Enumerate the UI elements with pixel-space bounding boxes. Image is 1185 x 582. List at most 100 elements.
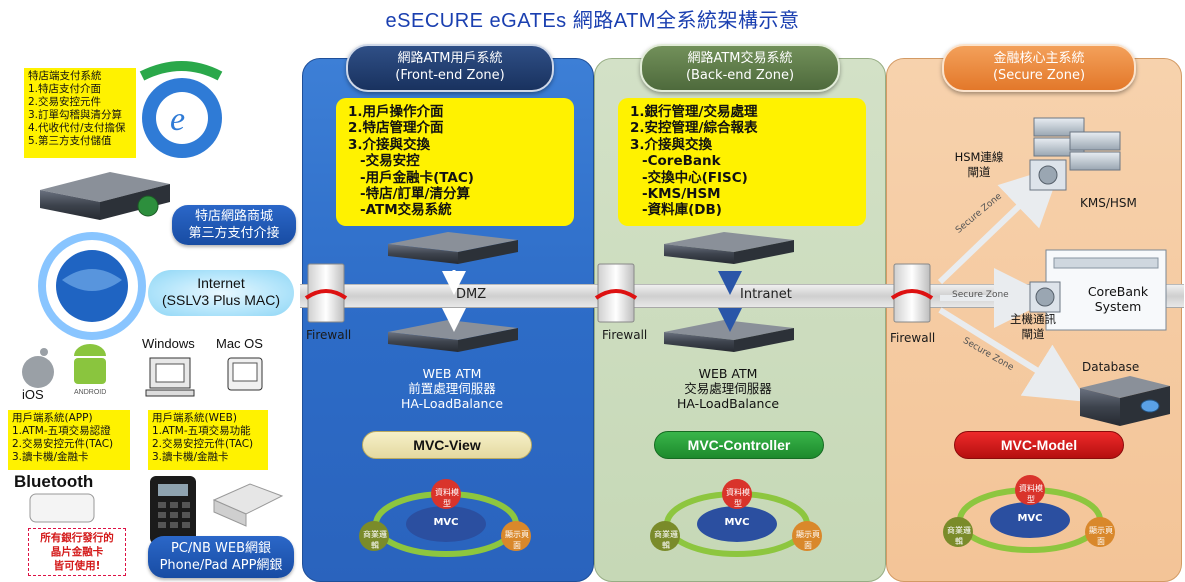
- cloud-line: Internet: [197, 275, 245, 291]
- svg-text:e: e: [170, 101, 185, 138]
- front-zone-sub: (Front-end Zone): [395, 68, 505, 83]
- card-reader-icon: [212, 483, 284, 527]
- caption-line: 交易處理伺服器: [684, 381, 772, 396]
- mvc-top-label: 資料模型: [726, 488, 750, 508]
- firewall-label: Firewall: [890, 331, 936, 345]
- mvc-right-label: 顯示頁面: [1089, 526, 1113, 546]
- caption-line: HA-LoadBalance: [400, 396, 504, 411]
- back-item: 1.銀行管理/交易處理: [630, 104, 758, 120]
- database-icon: [1080, 376, 1170, 426]
- caption-line: WEB ATM: [422, 366, 482, 381]
- database-label: Database: [1082, 360, 1140, 374]
- page-title: eSECURE eGATEs 網路ATM全系統架構示意: [385, 10, 800, 32]
- web-client-note: 用戶端系統(WEB) 1.ATM-五項交易功能 2.交易安控元件(TAC) 3.…: [148, 410, 268, 470]
- caption-line: CoreBank: [1087, 284, 1149, 299]
- caption-line: 主機通訊: [1010, 312, 1056, 326]
- note-line: 用戶端系統(WEB): [152, 412, 237, 424]
- note-line: 皆可使用!: [53, 560, 101, 572]
- note-line: 1.ATM-五項交易認證: [12, 425, 111, 437]
- mvc-right-label: 顯示頁面: [505, 530, 529, 550]
- caption-line: WEB ATM: [698, 366, 758, 381]
- secure-arrow-db: [938, 307, 1088, 402]
- front-item: -交易安控: [360, 153, 420, 170]
- front-item: -用戶金融卡(TAC): [360, 169, 474, 186]
- mvc-diagram: [650, 479, 822, 557]
- mvc-right-label: 顯示頁面: [796, 530, 820, 550]
- note-line: 3.訂單勾稽與清分算: [28, 109, 123, 121]
- back-item: -交換中心(FISC): [642, 169, 748, 186]
- back-server-top: [664, 232, 794, 264]
- firewall-icon: [304, 263, 348, 323]
- back-item: -資料庫(DB): [642, 202, 722, 219]
- hsm-rack-icon: [1029, 117, 1121, 191]
- pill-line: 第三方支付介接: [188, 226, 280, 241]
- caption-line: HA-LoadBalance: [676, 396, 780, 411]
- ios-label: iOS: [22, 387, 44, 402]
- back-item: -CoreBank: [642, 153, 721, 170]
- all-bank-note: 所有銀行發行的 晶片金融卡 皆可使用!: [28, 528, 126, 576]
- android-label: ANDROID: [74, 389, 107, 396]
- mvc-center-label: MVC: [724, 517, 750, 528]
- back-item: 3.介接與交換: [630, 136, 713, 153]
- caption-line: 前置處理伺服器: [408, 381, 496, 396]
- note-line: 3.讀卡機/金融卡: [12, 451, 89, 463]
- secure-zone-sub: (Secure Zone): [992, 68, 1086, 83]
- note-line: 1.ATM-五項交易功能: [152, 425, 251, 437]
- firewall-label: Firewall: [306, 328, 352, 342]
- internet-cloud: Internet (SSLV3 Plus MAC): [148, 270, 294, 316]
- front-item: -特店/訂單/清分算: [360, 186, 470, 203]
- caption-line: HSM連線: [954, 150, 1004, 164]
- front-zone-name: 網路ATM用戶系統: [397, 51, 503, 66]
- front-server-bottom: [388, 320, 518, 352]
- mvc-left-label: 商業邏輯: [363, 530, 387, 550]
- back-server-caption: WEB ATM 交易處理伺服器 HA-LoadBalance: [648, 366, 808, 411]
- back-server-bottom: [664, 320, 794, 352]
- front-item: 3.介接與交換: [348, 136, 431, 153]
- note-line: 用戶端系統(APP): [12, 412, 93, 424]
- kms-hsm-label: KMS/HSM: [1080, 196, 1137, 210]
- mvc-center-label: MVC: [1017, 513, 1043, 524]
- bluetooth-label: Bluetooth: [14, 472, 94, 491]
- secure-arrow-hsm: [937, 165, 1062, 285]
- corebank-label: CoreBank System: [1078, 284, 1158, 314]
- hsm-link-label: HSM連線 閘道: [944, 150, 1014, 180]
- mvc-diagram: [943, 475, 1115, 553]
- card-reader-keypad-icon: [150, 476, 196, 544]
- usb-reader-icon: [29, 493, 95, 523]
- mvc-top-label: 資料模型: [1019, 484, 1043, 504]
- front-item: 2.特店管理介面: [348, 120, 444, 137]
- front-server-caption: WEB ATM 前置處理伺服器 HA-LoadBalance: [372, 366, 532, 411]
- back-item: -KMS/HSM: [642, 186, 721, 203]
- front-zone-header: 網路ATM用戶系統 (Front-end Zone): [346, 44, 554, 92]
- caption-line: 閘道: [967, 165, 991, 179]
- back-item: 2.安控管理/綜合報表: [630, 120, 758, 137]
- firewall-label: Firewall: [602, 328, 648, 342]
- back-zone-header: 網路ATM交易系統 (Back-end Zone): [640, 44, 840, 92]
- www-globe-icon: e: [139, 61, 223, 158]
- secure-zone-header: 金融核心主系統 (Secure Zone): [942, 44, 1136, 92]
- cloud-line: (SSLV3 Plus MAC): [162, 292, 280, 308]
- note-line: 特店端支付系統: [28, 70, 102, 82]
- back-zone-name: 網路ATM交易系統: [687, 51, 793, 66]
- mvc-view-pill: MVC-View: [362, 431, 532, 459]
- pill-line: PC/NB WEB網銀: [170, 541, 272, 556]
- firewall-icon: [890, 263, 934, 323]
- mvc-model-pill: MVC-Model: [954, 431, 1124, 459]
- mvc-left-label: 商業邏輯: [654, 530, 678, 550]
- mac-pc-icon: [227, 357, 263, 391]
- mvc-diagram: [359, 479, 531, 557]
- front-server-top: [388, 232, 518, 264]
- merchant-server-icon: [40, 172, 170, 220]
- android-icon: [74, 344, 106, 384]
- secure-zone-name: 金融核心主系統: [993, 51, 1085, 66]
- note-line: 2.交易安控元件(TAC): [152, 438, 254, 450]
- pill-line: Phone/Pad APP網銀: [159, 558, 283, 573]
- note-line: 晶片金融卡: [50, 546, 104, 558]
- note-line: 2.交易安控元件: [28, 96, 102, 108]
- note-line: 1.特店支付介面: [28, 83, 102, 95]
- windows-pc-icon: [145, 357, 195, 397]
- secure-zone-tag: Secure Zone: [952, 290, 1009, 300]
- note-line: 5.第三方支付儲值: [28, 135, 112, 147]
- note-line: 4.代收代付/支付擔保: [28, 122, 126, 134]
